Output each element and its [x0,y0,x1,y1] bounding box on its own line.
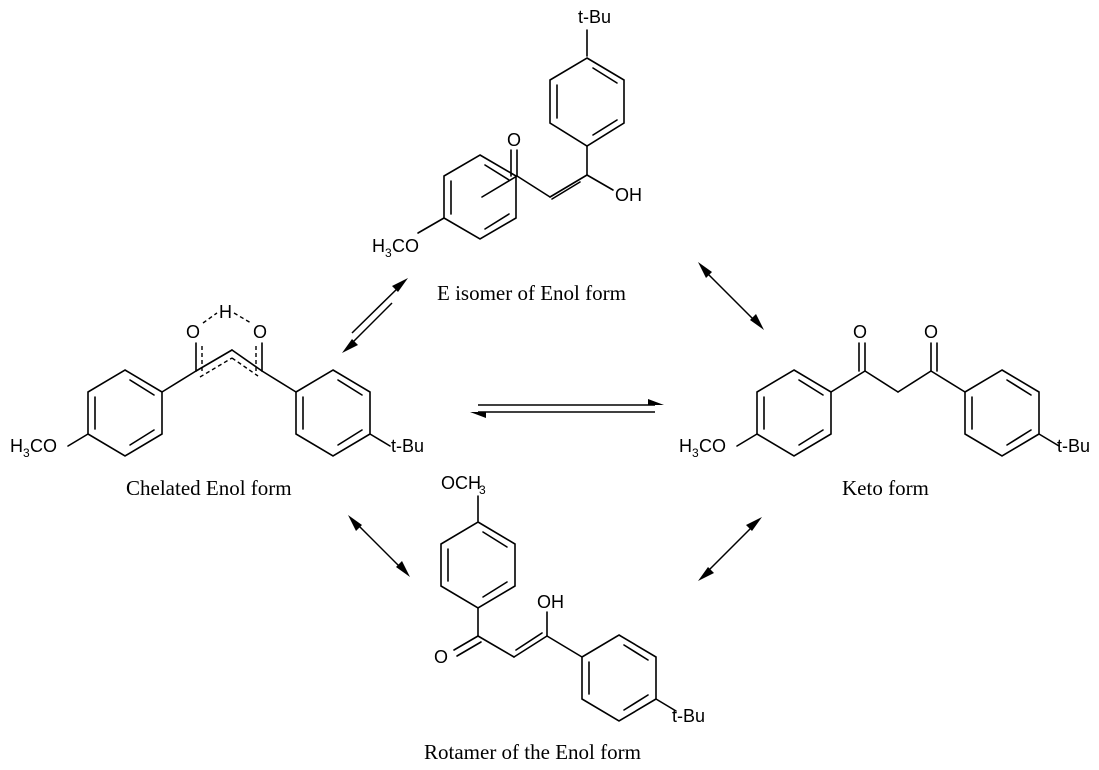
caption-chelated: Chelated Enol form [126,476,292,500]
svg-text:O: O [924,322,938,342]
equilibrium-arrow [342,278,408,353]
svg-text:t-Bu: t-Bu [672,706,705,726]
h3co-h: H [372,236,385,256]
tbu-label: t-Bu [578,7,611,27]
equilibrium-arrow [698,262,764,330]
svg-text:H: H [10,436,23,456]
svg-text:H: H [679,436,692,456]
svg-text:CO: CO [392,236,419,256]
caption-keto: Keto form [842,476,929,500]
methoxyphenyl-ring [87,369,163,457]
svg-text:3: 3 [692,446,699,460]
svg-text:3: 3 [479,483,486,497]
rotamer-structure: OCH 3 O OH t-Bu [434,473,705,726]
methoxyphenyl-ring [443,154,517,240]
chelated-enol-structure: H 3 CO O O H t-Bu [10,302,424,460]
methoxyphenyl-ring [440,521,516,609]
svg-text:O: O [434,647,448,667]
svg-text:t-Bu: t-Bu [391,436,424,456]
equilibrium-arrow [348,515,410,577]
tbu-phenyl-ring [581,634,657,722]
svg-text:CO: CO [699,436,726,456]
h-label: H [219,302,232,322]
caption-e-isomer: E isomer of Enol form [437,281,626,305]
methoxyphenyl-ring [756,369,832,457]
e-isomer-structure: t-Bu OH O [372,7,642,260]
o-label: O [507,130,521,150]
benzene-ring [549,57,625,147]
svg-text:O: O [853,322,867,342]
tbu-phenyl-ring [295,369,371,457]
svg-text:OH: OH [537,592,564,612]
svg-text:OCH: OCH [441,473,481,493]
svg-text:t-Bu: t-Bu [1057,436,1090,456]
svg-text:CO: CO [30,436,57,456]
equilibrium-arrow [698,517,762,581]
caption-rotamer: Rotamer of the Enol form [424,740,641,764]
svg-text:3: 3 [23,446,30,460]
svg-text:O: O [253,322,267,342]
oh-label: OH [615,185,642,205]
svg-text:3: 3 [385,246,392,260]
svg-text:O: O [186,322,200,342]
keto-structure: H 3 CO O O t-Bu [679,322,1090,460]
tbu-phenyl-ring [964,369,1040,457]
equilibrium-arrow [470,399,664,418]
